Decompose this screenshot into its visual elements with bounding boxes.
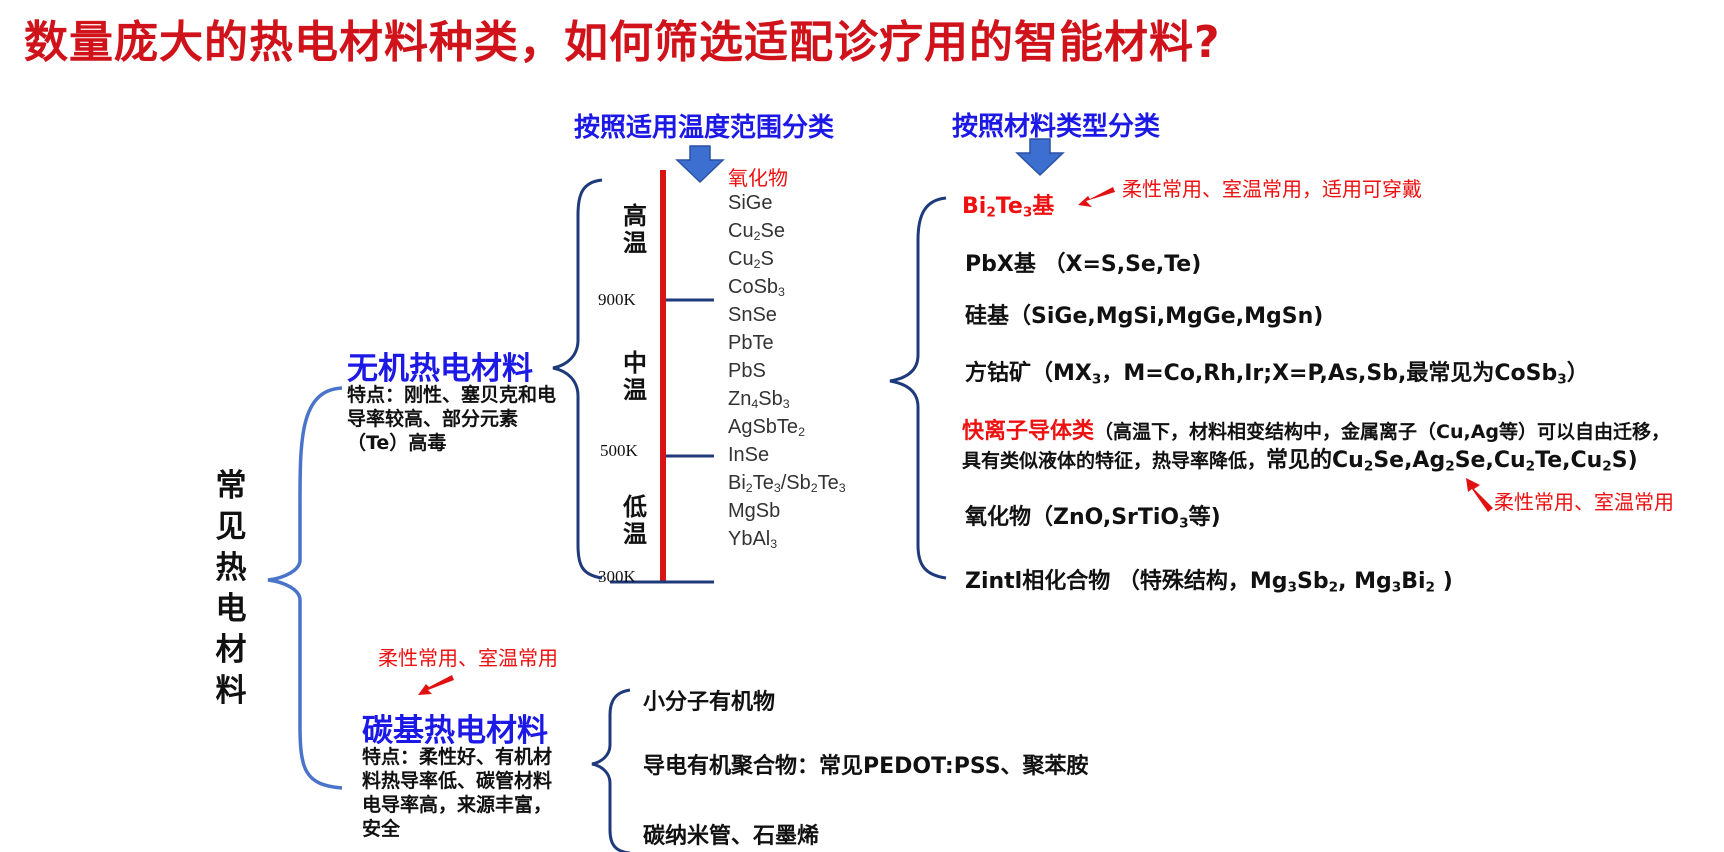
temp-material: SiGe <box>728 192 773 214</box>
carbon-title: 碳基热电材料 <box>362 713 548 749</box>
temp-material: 氧化物 <box>728 168 788 190</box>
temp-section-title: 按照适用温度范围分类 <box>574 113 835 143</box>
carbon-item-3: 碳纳米管、石墨烯 <box>643 824 820 849</box>
type-item-fast-ion-line2: 具有类似液体的特征，热导率降低，常见的Cu2Se,Ag2Se,Cu2Te,Cu2… <box>962 448 1638 475</box>
type-item-zintl: Zintl相化合物 （特殊结构，Mg3Sb2, Mg3Bi2 ) <box>965 569 1453 596</box>
type-item-oxide: 氧化物（ZnO,SrTiO3等) <box>965 505 1221 532</box>
note-bite: 柔性常用、室温常用，适用可穿戴 <box>1122 177 1422 201</box>
zone-mid: 中温 <box>623 349 647 404</box>
carbon-bracket <box>591 688 631 852</box>
temp-material: Zn4Sb3 <box>728 388 790 412</box>
temp-material: PbS <box>728 360 766 382</box>
temp-material: Bi2Te3/Sb2Te3 <box>728 472 846 496</box>
down-arrow-icon <box>1015 138 1065 177</box>
tick-label-500k: 500K <box>600 441 638 460</box>
type-item-bite: Bi2Te3基 <box>962 194 1055 221</box>
temp-bracket <box>552 178 603 580</box>
temp-material: Cu2Se <box>728 220 785 244</box>
tick-label-900k: 900K <box>598 290 636 309</box>
fast-ion-title: 快离子导体类 <box>962 419 1095 444</box>
carbon-item-1: 小分子有机物 <box>643 690 776 715</box>
carbon-desc: 特点：柔性好、有机材料热导率低、碳管材料电导率高，来源丰富，安全 <box>362 746 553 840</box>
zone-high: 高温 <box>623 202 647 257</box>
temp-material: PbTe <box>728 332 774 354</box>
inorganic-title: 无机热电材料 <box>347 351 533 387</box>
tick-label-300k: 300K <box>598 567 636 586</box>
page-title: 数量庞大的热电材料种类，如何筛选适配诊疗用的智能材料? <box>24 17 1221 68</box>
type-section-title: 按照材料类型分类 <box>952 112 1161 142</box>
type-item-fast-ion: 快离子导体类（高温下，材料相变结构中，金属离子（Cu,Ag等）可以自由迁移， <box>962 413 1670 445</box>
temp-material: MgSb <box>728 500 781 522</box>
carbon-item-2: 导电有机聚合物：常见PEDOT:PSS、聚苯胺 <box>643 754 1089 779</box>
note-fast-ion: 柔性常用、室温常用 <box>1494 490 1674 514</box>
temp-material: InSe <box>728 444 770 466</box>
red-arrow-icon <box>418 675 454 695</box>
type-item-pbx: PbX基 （X=S,Se,Te) <box>965 252 1202 277</box>
temp-material: SnSe <box>728 304 777 326</box>
temp-material: AgSbTe2 <box>728 416 805 440</box>
temp-material: CoSb3 <box>728 276 785 300</box>
temp-material: Cu2S <box>728 248 774 272</box>
red-arrow-icon <box>1466 478 1493 512</box>
type-item-skutterudite: 方钴矿（MX3，M=Co,Rh,Ir;X=P,As,Sb,最常见为CoSb3） <box>965 361 1589 388</box>
red-arrow-icon <box>1078 187 1115 207</box>
type-item-si: 硅基（SiGe,MgSi,MgGe,MgSn) <box>965 304 1324 329</box>
carbon-note: 柔性常用、室温常用 <box>378 646 558 670</box>
fast-ion-desc-2: 具有类似液体的特征，热导率降低， <box>962 450 1267 472</box>
root-bracket <box>267 386 343 790</box>
down-arrow-icon <box>675 145 725 184</box>
zone-low: 低温 <box>623 493 647 548</box>
type-bracket <box>889 196 947 580</box>
fast-ion-desc-1: （高温下，材料相变结构中，金属离子（Cu,Ag等）可以自由迁移， <box>1094 421 1671 443</box>
root-label: 常见热电材料 <box>215 468 247 709</box>
inorganic-desc: 特点：刚性、塞贝克和电导率较高、部分元素（Te）高毒 <box>347 384 557 454</box>
temp-material: YbAl3 <box>728 528 778 552</box>
temp-scale-bar <box>660 170 666 582</box>
